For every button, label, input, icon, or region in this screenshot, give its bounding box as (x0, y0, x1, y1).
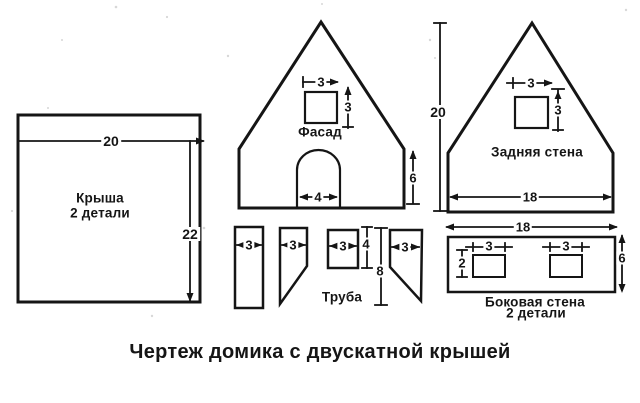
facade-outline (237, 19, 406, 210)
chimney-piece3-height-dim-label: 4 (360, 236, 372, 252)
chimney-height-dim-label: 8 (374, 263, 386, 279)
roof-height-dim-label: 22 (180, 226, 200, 242)
chimney-name-label: Труба (321, 289, 363, 305)
arrow-left-icon (299, 193, 308, 201)
arrow-right-icon (297, 241, 306, 249)
back-wall-window (513, 95, 550, 130)
side-wall-name-label: Боковая стена (485, 294, 585, 310)
back-wall-window-width-dim-label: 3 (525, 75, 537, 91)
facade-door-width-dim-label: 4 (312, 189, 324, 205)
facade-piece (237, 19, 420, 210)
arrow-left-icon (449, 193, 458, 201)
back-wall-piece (433, 20, 615, 214)
arrow-left-icon (329, 242, 338, 250)
side-wall-window-left (472, 254, 506, 278)
chimney-piece4-width-dim-label: 3 (399, 239, 411, 255)
side-wall-piece (445, 223, 626, 294)
facade-window-height-dim-label: 3 (342, 99, 354, 115)
arrow-right-icon (603, 193, 612, 201)
chimney-piece2-width-dim-label: 3 (287, 237, 299, 253)
facade-wall-height-dim-label: 6 (407, 170, 419, 186)
facade-name-label: Фасад (298, 124, 342, 140)
side-wall-window-right (549, 254, 583, 278)
side-wall-window-height-dim-label: 2 (456, 255, 468, 271)
arrow-right-icon (544, 79, 553, 87)
chimney-piece-2 (278, 226, 309, 308)
arrow-right-icon (330, 78, 339, 86)
side-wall-outline (446, 235, 617, 294)
facade-window-width-dim-label: 3 (315, 74, 327, 90)
back-wall-height-dim-label: 20 (428, 104, 448, 120)
side-wall-width-dim-label: 18 (513, 219, 533, 235)
side-wall-height-dim-label: 6 (616, 250, 628, 266)
chimney-pieces (233, 225, 424, 310)
facade-window (303, 90, 339, 125)
arrow-right-icon (329, 193, 338, 201)
arrow-down-icon (618, 284, 626, 293)
chimney-piece1-width-dim-label: 3 (243, 237, 255, 253)
back-wall-dimension-lines (433, 22, 612, 212)
paper-noise (10, 3, 628, 318)
roof-outline (16, 113, 202, 304)
arrow-right-icon (348, 242, 357, 250)
roof-width-dim-label: 20 (101, 133, 121, 149)
roof-name-label: Крыша (76, 190, 124, 206)
arrow-down-icon (186, 293, 194, 302)
arrow-left-icon (391, 243, 400, 251)
chimney-piece-1 (233, 225, 265, 310)
roof-quantity-label: 2 детали (70, 205, 130, 221)
facade-door (295, 148, 342, 210)
arrow-left-icon (445, 223, 454, 231)
drawing-caption: Чертеж домика с двускатной крышей (129, 341, 511, 363)
arrow-right-icon (253, 241, 262, 249)
side-wall-left-window-width-dim-label: 3 (483, 238, 495, 254)
arrow-left-icon (236, 241, 245, 249)
chimney-piece-4 (388, 228, 424, 305)
chimney-piece-3 (326, 228, 360, 270)
back-wall-name-label: Задняя стена (491, 144, 583, 160)
side-wall-right-window-width-dim-label: 3 (560, 238, 572, 254)
chimney-piece3-width-dim-label: 3 (337, 238, 349, 254)
back-wall-outline (446, 20, 615, 214)
arrow-right-icon (609, 223, 618, 231)
side-wall-quantity-label: 2 детали (506, 305, 566, 321)
back-wall-window-height-dim-label: 3 (552, 102, 564, 118)
back-wall-width-dim-label: 18 (520, 189, 540, 205)
facade-dimension-lines (299, 76, 420, 205)
arrow-right-icon (196, 137, 205, 145)
arrow-right-icon (411, 243, 420, 251)
